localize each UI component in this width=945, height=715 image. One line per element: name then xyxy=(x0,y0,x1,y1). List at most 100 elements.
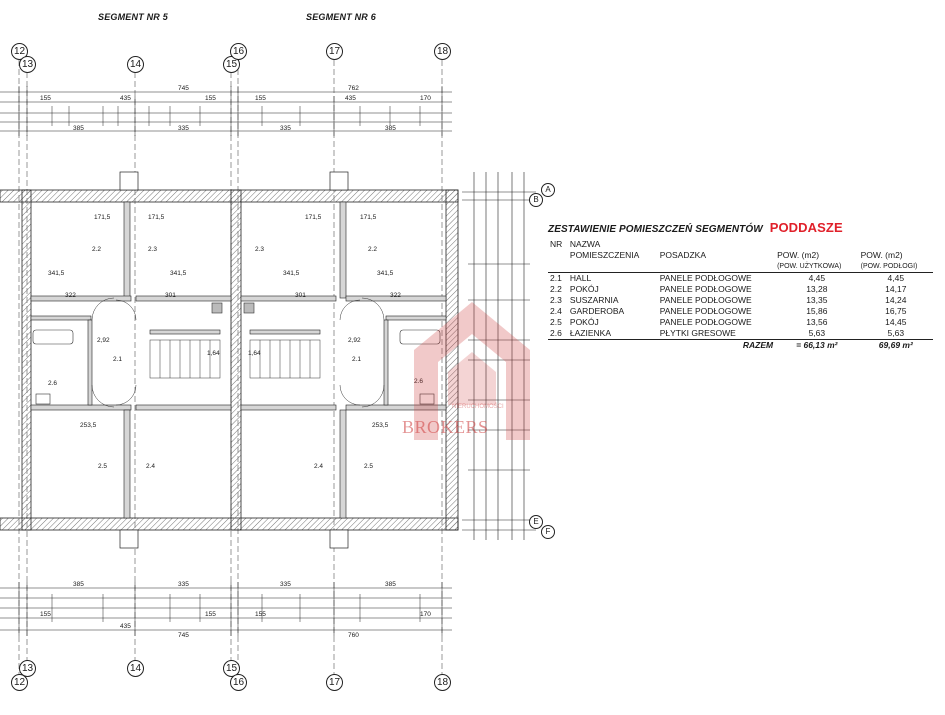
axis-bubble: 13 xyxy=(19,56,36,73)
room-schedule: ZESTAWIENIE POMIESZCZEŃ SEGMENTÓW PODDAS… xyxy=(548,220,933,351)
bottom-dimension-lines xyxy=(0,582,452,636)
axis-bubble: 17 xyxy=(326,674,343,691)
room-size: 171,5 xyxy=(94,214,111,221)
room-size: 171,5 xyxy=(360,214,377,221)
room-label: 2.4 xyxy=(314,463,324,470)
room-size: 322 xyxy=(65,292,76,299)
dim-155-c: 155 xyxy=(255,95,266,102)
col-area-used: POW. (m2) xyxy=(777,250,820,260)
dim-335-a: 335 xyxy=(178,125,189,132)
sum-used: = 66,13 m² xyxy=(796,340,838,350)
dim-155-a: 155 xyxy=(40,95,51,102)
dim-mid-left: 435 xyxy=(120,95,131,102)
col-name-2: POMIESZCZENIA xyxy=(569,250,640,260)
axis-bubble: A xyxy=(541,183,555,197)
axis-bubble: 13 xyxy=(19,660,36,677)
dim-total-right-b: 760 xyxy=(348,632,359,639)
right-dimension-lines xyxy=(462,172,536,540)
dim-170-a: 170 xyxy=(420,95,431,102)
dim-total-left-b: 745 xyxy=(178,632,189,639)
sum-total: 69,69 m² xyxy=(878,340,913,350)
room-label: 2.1 xyxy=(352,356,362,363)
schedule-table: NR NAZWA POMIESZCZENIA POSADZKA POW. (m2… xyxy=(548,239,933,351)
room-label: 2.6 xyxy=(48,380,58,387)
segment-6-title: SEGMENT NR 6 xyxy=(306,12,376,22)
room-size: 2,92 xyxy=(97,337,110,344)
dim-155-e: 155 xyxy=(205,611,216,618)
top-dimension-lines xyxy=(0,86,452,136)
col-name-1: NAZWA xyxy=(569,239,601,249)
room-label: 2.4 xyxy=(146,463,156,470)
col-nr: NR xyxy=(550,239,563,249)
room-label: 2.5 xyxy=(98,463,108,470)
watermark-subtext: NIERUCHOMOŚCI xyxy=(452,404,504,410)
room-size: 171,5 xyxy=(305,214,322,221)
room-size: 322 xyxy=(390,292,401,299)
door-swings xyxy=(91,297,385,408)
schedule-title-text: ZESTAWIENIE POMIESZCZEŃ SEGMENTÓW xyxy=(548,224,763,235)
dim-385-d: 385 xyxy=(385,581,396,588)
room-size: 341,5 xyxy=(170,270,187,277)
room-size: 1,64 xyxy=(248,350,261,357)
room-size: 253,5 xyxy=(372,422,389,429)
axis-bubble: F xyxy=(541,525,555,539)
dim-335-d: 335 xyxy=(280,581,291,588)
room-size: 301 xyxy=(165,292,176,299)
dim-155-f: 155 xyxy=(255,611,266,618)
dim-155-b: 155 xyxy=(205,95,216,102)
dim-385-c: 385 xyxy=(73,581,84,588)
exterior-walls xyxy=(0,189,459,531)
axis-bubble: B xyxy=(529,193,543,207)
room-label: 2.1 xyxy=(113,356,123,363)
room-label: 2.2 xyxy=(368,246,378,253)
room-label: 2.6 xyxy=(414,378,423,385)
axis-bubble: 17 xyxy=(326,43,343,60)
schedule-title-accent: PODDASZE xyxy=(769,220,843,235)
room-label: 2.5 xyxy=(364,463,374,470)
axis-bubble: E xyxy=(529,515,543,529)
watermark-text: BROKERS xyxy=(402,417,489,437)
segment-5-title: SEGMENT NR 5 xyxy=(98,12,168,22)
room-size: 253,5 xyxy=(80,422,97,429)
dim-total-right: 762 xyxy=(348,85,359,92)
room-size: 341,5 xyxy=(48,270,65,277)
axis-bubble: 14 xyxy=(127,660,144,677)
room-size: 2,92 xyxy=(348,337,361,344)
dim-335-b: 335 xyxy=(280,125,291,132)
col-area-floor: POW. (m2) xyxy=(860,250,903,260)
room-label: 2.3 xyxy=(255,246,265,253)
dim-mid-left-b: 435 xyxy=(120,623,131,630)
axis-bubble: 18 xyxy=(434,43,451,60)
room-size: 341,5 xyxy=(283,270,300,277)
interior-walls xyxy=(30,201,447,519)
bathroom-fixtures xyxy=(32,302,441,405)
col-floor: POSADZKA xyxy=(659,250,707,260)
axis-bubble: 18 xyxy=(434,674,451,691)
axis-bubble: 16 xyxy=(230,674,247,691)
room-size: 1,64 xyxy=(207,350,220,357)
dim-385-a: 385 xyxy=(73,125,84,132)
room-size: 341,5 xyxy=(377,270,394,277)
sum-label: RAZEM xyxy=(742,340,774,350)
axis-bubble: 14 xyxy=(127,56,144,73)
sum-row: RAZEM = 66,13 m² 69,69 m² xyxy=(548,340,933,352)
room-label: 2.3 xyxy=(148,246,158,253)
col-area-used-sub: (POW. UŻYTKOWA) xyxy=(775,261,859,273)
dim-155-d: 155 xyxy=(40,611,51,618)
room-size: 301 xyxy=(295,292,306,299)
dim-mid-right: 435 xyxy=(345,95,356,102)
dim-170-b: 170 xyxy=(420,611,431,618)
schedule-title: ZESTAWIENIE POMIESZCZEŃ SEGMENTÓW PODDAS… xyxy=(548,220,933,235)
room-label: 2.2 xyxy=(92,246,102,253)
col-area-floor-sub: (POW. PODŁOGI) xyxy=(858,261,933,273)
roof-windows xyxy=(119,171,349,549)
dim-total-left: 745 xyxy=(178,85,189,92)
axis-bubble: 16 xyxy=(230,43,247,60)
stairs xyxy=(149,339,321,379)
